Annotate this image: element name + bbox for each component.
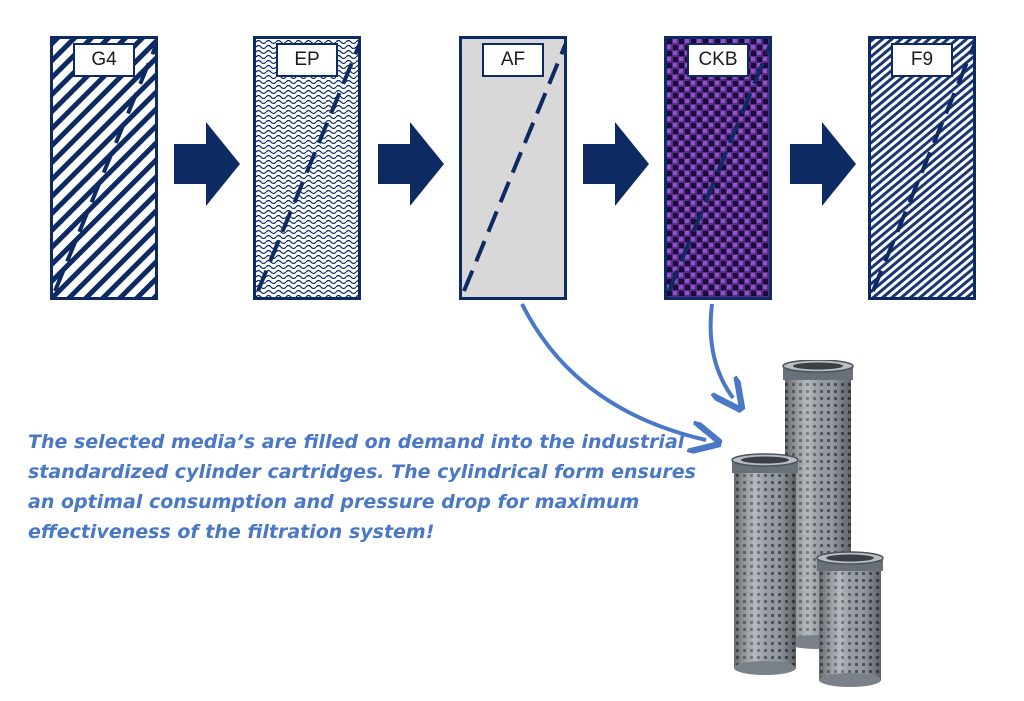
filter-label-ckb: CKB [687,43,749,77]
filter-stage-f9: F9 [868,36,976,300]
filter-stage-af: AF [459,36,567,300]
cartridge-left [731,453,799,675]
filter-stage-g4: G4 [50,36,158,300]
g4-media-pattern [53,39,155,297]
ep-media-pattern [256,39,358,297]
right-block-arrow-icon [583,122,649,206]
connector-arrow-ckb [708,303,733,398]
filter-label-f9: F9 [891,43,953,77]
right-block-arrow-icon [378,122,444,206]
filter-stage-ckb: CKB [664,36,772,300]
right-block-arrow-icon [790,122,856,206]
f9-media-pattern [871,39,973,297]
right-block-arrow-icon [174,122,240,206]
filter-label-af: AF [482,43,544,77]
af-media-pattern [462,39,564,297]
filter-stage-ep: EP [253,36,361,300]
caption-text: The selected media’s are filled on deman… [28,431,696,543]
filter-label-g4: G4 [73,43,135,77]
connector-arrow-af [520,303,706,440]
filter-label-ep: EP [276,43,338,77]
cartridge-short [816,551,884,687]
cylinder-cartridge-icon [731,360,884,687]
ckb-media-pattern [667,39,769,297]
